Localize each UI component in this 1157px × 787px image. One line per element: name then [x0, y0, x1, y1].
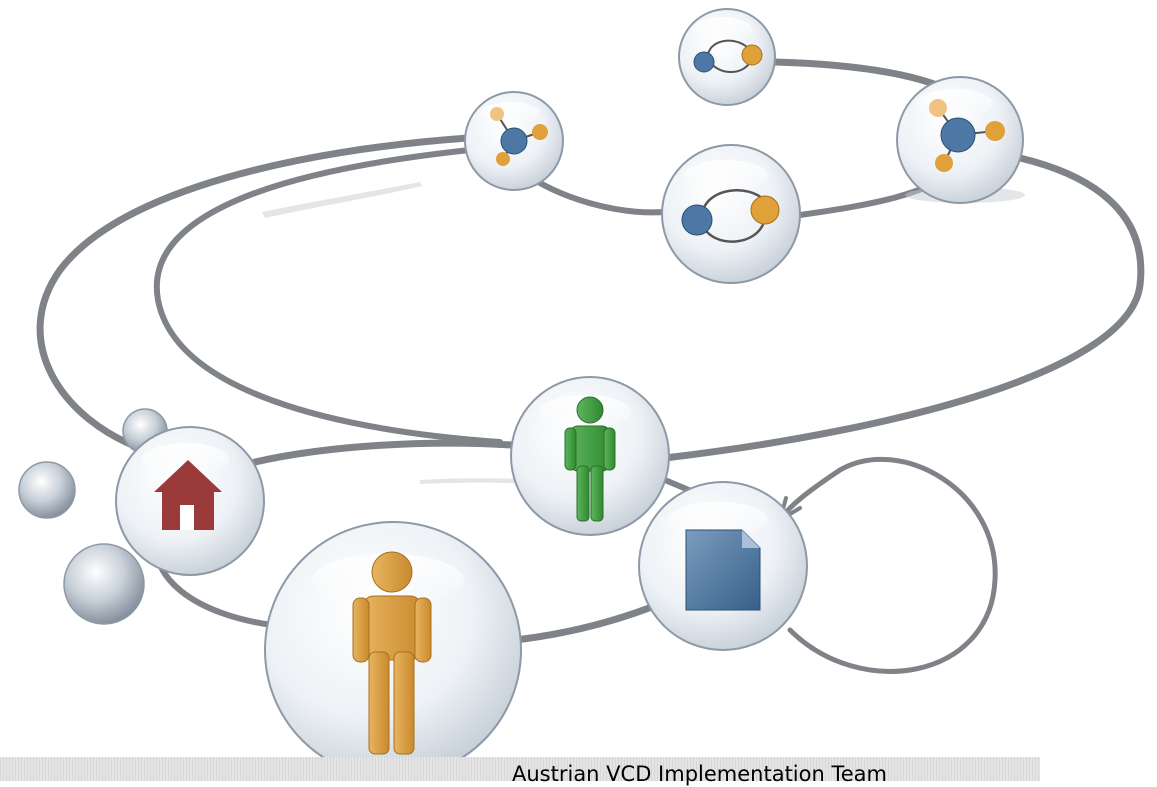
- bubble-document: [638, 481, 808, 651]
- bubble-network-left: [464, 91, 564, 191]
- home-to-person: [251, 439, 516, 466]
- document-icon: [685, 529, 761, 611]
- person-icon: [352, 551, 432, 755]
- network-icon: [929, 99, 1005, 172]
- bubble-person-orange: [264, 521, 522, 779]
- footer-bar: [0, 757, 1040, 781]
- cycle-icon: [693, 39, 763, 73]
- bubble-home: [115, 426, 265, 576]
- droplet-medium: [18, 461, 76, 519]
- network-icon: [490, 107, 548, 166]
- droplet-large: [63, 543, 145, 625]
- outer-left-loop: [36, 134, 472, 454]
- large-ellipse-right: [661, 154, 1145, 462]
- person-icon: [564, 396, 616, 522]
- cycle-icon: [681, 189, 780, 243]
- bubble-cycle-small: [678, 8, 776, 106]
- house-icon: [154, 460, 222, 530]
- footer-team-label: Austrian VCD Implementation Team: [512, 762, 887, 786]
- document-loop: [777, 457, 998, 674]
- bubble-cycle-large: [661, 144, 801, 284]
- bubble-network-right: [896, 76, 1024, 204]
- bubble-person-green: [510, 376, 670, 536]
- large-ellipse: [153, 147, 503, 445]
